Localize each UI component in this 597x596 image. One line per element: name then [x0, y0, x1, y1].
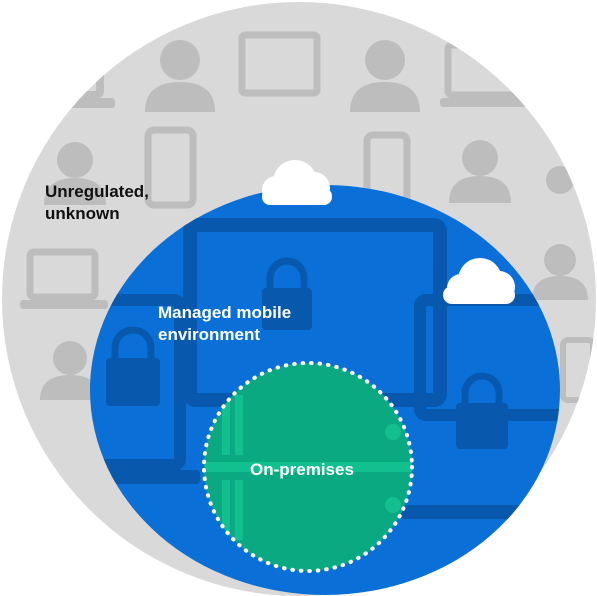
laptop-icon — [20, 248, 108, 309]
monitor-icon — [238, 31, 321, 97]
lock-icon — [262, 257, 312, 330]
person-icon — [145, 40, 215, 112]
phone-icon — [144, 126, 197, 209]
person-icon — [546, 166, 574, 194]
cloud-icon — [262, 160, 332, 205]
cloud-icon — [443, 258, 515, 304]
onprem-zone-label: On-premises — [250, 460, 354, 479]
onprem-dotted-border — [202, 361, 414, 573]
laptop-icon — [5, 36, 115, 108]
outer-zone-label: Unregulated, unknown — [45, 182, 149, 223]
person-icon — [350, 40, 420, 112]
person-icon — [532, 244, 588, 300]
person-icon — [44, 142, 106, 205]
person-icon — [40, 341, 100, 400]
lock-icon — [106, 326, 160, 406]
server-rack-icon — [205, 395, 412, 540]
lock-icon — [456, 372, 508, 449]
person-icon — [449, 140, 511, 203]
onprem-zone — [202, 361, 414, 573]
managed-zone-label: Managed mobile environment — [158, 303, 292, 344]
